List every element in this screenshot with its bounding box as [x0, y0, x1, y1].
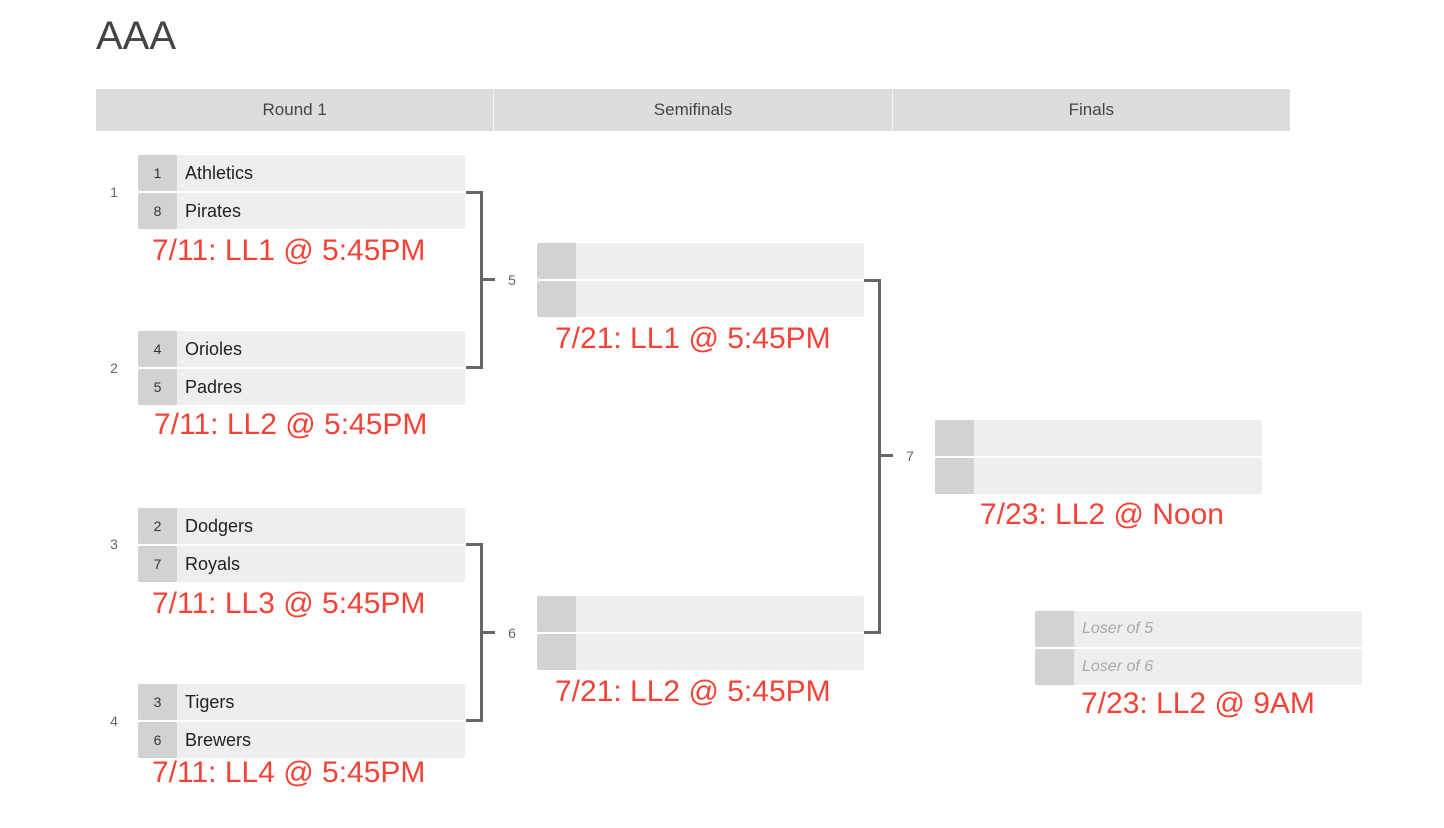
team-slot[interactable]: 3 Tigers — [138, 684, 465, 720]
match-schedule: 7/23: LL2 @ 9AM — [1081, 687, 1315, 720]
rounds-header: Round 1 Semifinals Finals — [96, 89, 1290, 131]
bracket-connector — [880, 454, 893, 457]
match-7 — [935, 420, 1262, 494]
bracket-title: AAA — [96, 14, 177, 58]
seed-badge: 1 — [138, 155, 177, 191]
match-2: 4 Orioles 5 Padres — [138, 331, 465, 405]
round-header-round-1: Round 1 — [96, 89, 495, 131]
match-number: 2 — [110, 360, 118, 376]
team-name: Orioles — [185, 338, 243, 359]
bracket-connector — [482, 278, 495, 281]
match-number: 3 — [110, 536, 118, 552]
team-slot[interactable] — [935, 458, 1262, 494]
team-placeholder: Loser of 6 — [1082, 658, 1154, 675]
team-slot[interactable]: 2 Dodgers — [138, 508, 465, 544]
seed-badge: 8 — [138, 193, 177, 229]
team-name: Royals — [185, 553, 241, 574]
seed-badge: 5 — [138, 369, 177, 405]
match-number: 7 — [906, 448, 914, 464]
seed-badge — [1035, 611, 1074, 647]
team-slot[interactable]: 6 Brewers — [138, 722, 465, 758]
seed-badge — [935, 420, 974, 456]
team-slot[interactable] — [935, 420, 1262, 456]
team-name: Dodgers — [185, 515, 254, 536]
seed-badge: 7 — [138, 546, 177, 582]
seed-badge — [537, 281, 576, 317]
match-number: 5 — [508, 272, 516, 288]
match-schedule: 7/11: LL1 @ 5:45PM — [152, 234, 426, 267]
team-slot[interactable]: Loser of 6 — [1035, 649, 1362, 685]
team-slot[interactable]: Loser of 5 — [1035, 611, 1362, 647]
match-schedule: 7/11: LL2 @ 5:45PM — [154, 408, 428, 441]
seed-badge: 4 — [138, 331, 177, 367]
team-slot[interactable]: 1 Athletics — [138, 155, 465, 191]
round-header-finals: Finals — [1068, 100, 1114, 119]
match-5 — [537, 243, 864, 317]
bracket-connector — [864, 279, 881, 634]
match-6 — [537, 596, 864, 670]
round-header-semifinals: Semifinals — [494, 89, 893, 131]
match-number: 6 — [508, 625, 516, 641]
team-slot[interactable] — [537, 596, 864, 632]
team-name: Tigers — [185, 691, 235, 712]
consolation-match: Loser of 5 Loser of 6 — [1035, 611, 1362, 685]
team-slot[interactable] — [537, 634, 864, 670]
match-schedule: 7/21: LL1 @ 5:45PM — [555, 322, 831, 355]
match-schedule: 7/21: LL2 @ 5:45PM — [555, 675, 831, 708]
team-slot[interactable]: 8 Pirates — [138, 193, 465, 229]
match-1: 1 Athletics 8 Pirates — [138, 155, 465, 229]
seed-badge — [935, 458, 974, 494]
seed-badge — [537, 243, 576, 279]
team-slot[interactable]: 5 Padres — [138, 369, 465, 405]
match-4: 3 Tigers 6 Brewers — [138, 684, 465, 758]
bracket-connector — [466, 543, 483, 722]
seed-badge — [1035, 649, 1074, 685]
match-schedule: 7/11: LL3 @ 5:45PM — [152, 587, 426, 620]
bracket-connector — [482, 631, 495, 634]
seed-badge — [537, 596, 576, 632]
seed-badge: 2 — [138, 508, 177, 544]
team-slot[interactable]: 4 Orioles — [138, 331, 465, 367]
bracket-connector — [466, 191, 483, 369]
team-placeholder: Loser of 5 — [1082, 620, 1154, 637]
match-schedule: 7/23: LL2 @ Noon — [980, 498, 1224, 531]
team-slot[interactable]: 7 Royals — [138, 546, 465, 582]
match-number: 1 — [110, 184, 118, 200]
match-schedule: 7/11: LL4 @ 5:45PM — [152, 756, 426, 789]
seed-badge: 6 — [138, 722, 177, 758]
team-name: Athletics — [185, 162, 254, 183]
team-name: Brewers — [185, 729, 252, 750]
team-slot[interactable] — [537, 243, 864, 279]
match-number: 4 — [110, 713, 118, 729]
seed-badge: 3 — [138, 684, 177, 720]
match-3: 2 Dodgers 7 Royals — [138, 508, 465, 582]
seed-badge — [537, 634, 576, 670]
team-name: Pirates — [185, 200, 242, 221]
team-slot[interactable] — [537, 281, 864, 317]
team-name: Padres — [185, 376, 243, 397]
